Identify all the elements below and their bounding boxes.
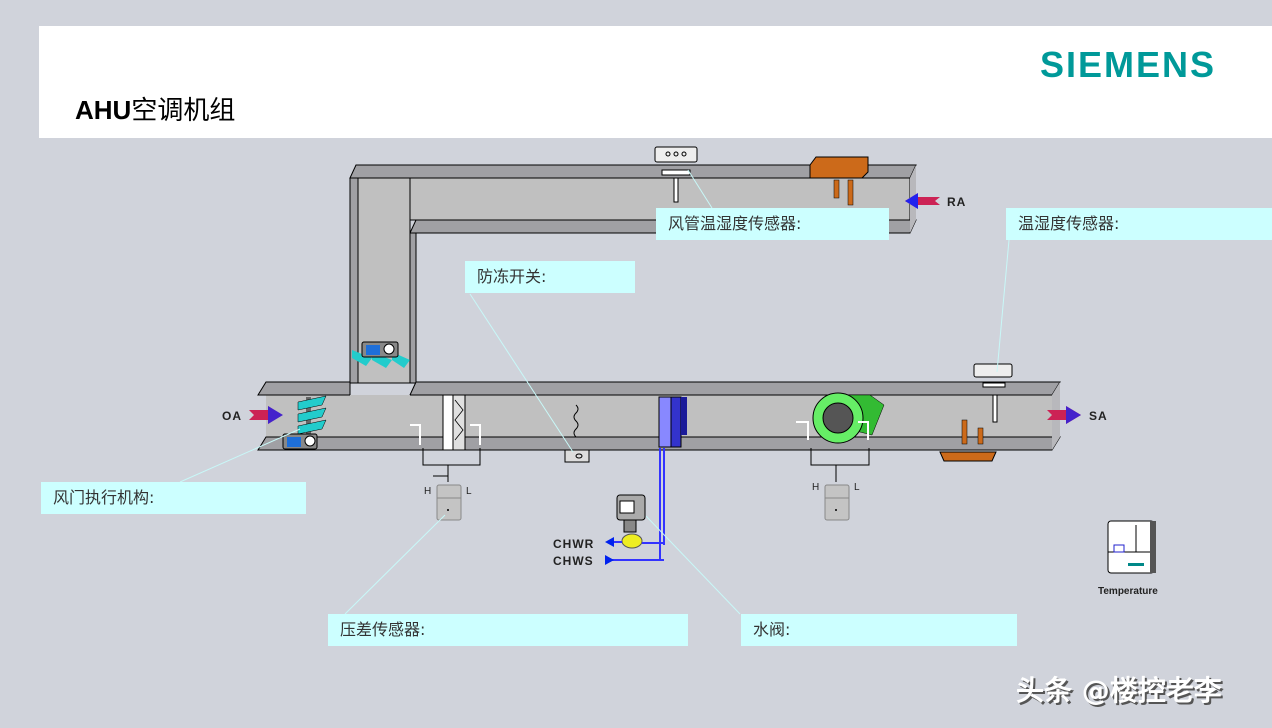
cooling-coil	[658, 396, 687, 560]
watermark: 头条 @楼控老李	[1016, 674, 1222, 707]
header-banner: AHU空调机组 SIEMENS	[39, 26, 1272, 138]
dp-high-label: H	[424, 486, 432, 497]
outdoor-air-damper	[297, 395, 327, 439]
room-thermostat-icon[interactable]	[1107, 520, 1156, 574]
chilled-water-pipes	[605, 537, 664, 565]
chwr-label: CHWR	[553, 537, 595, 551]
ra-label: RA	[947, 195, 967, 209]
fan-pressure-taps	[796, 421, 870, 482]
return-duct-temperature-sensor-icon[interactable]	[809, 156, 869, 206]
oa-label: OA	[222, 409, 242, 423]
siemens-logo: SIEMENS	[1039, 44, 1216, 85]
callout-damper-actuator: 风门执行机构:	[41, 482, 306, 514]
sa-arrow-icon	[1047, 406, 1081, 424]
callout-differential-pressure-sensor: 压差传感器:	[328, 614, 688, 646]
mixing-damper-actuator-icon[interactable]	[361, 341, 399, 358]
fan-dp-low-label: L	[854, 482, 860, 493]
supply-fan-icon	[812, 392, 885, 444]
thermostat-label: Temperature	[1098, 586, 1158, 597]
damper-actuator-icon[interactable]	[282, 433, 318, 450]
filter-pressure-taps	[410, 424, 481, 482]
sa-label: SA	[1089, 409, 1108, 423]
supply-temperature-sensor-icon[interactable]	[939, 419, 997, 462]
freeze-switch-icon[interactable]	[564, 404, 590, 463]
callout-temp-humidity-sensor: 温湿度传感器:	[1006, 208, 1272, 240]
callout-duct-temp-humidity-sensor: 风管温湿度传感器:	[656, 208, 889, 240]
supply-humidity-sensor-icon[interactable]	[973, 363, 1013, 423]
callout-water-valve: 水阀:	[741, 614, 1017, 646]
ra-arrow-icon	[905, 193, 940, 209]
page-title: AHU空调机组	[75, 95, 236, 126]
differential-pressure-sensor-icon[interactable]	[436, 484, 462, 521]
fan-dp-high-label: H	[812, 482, 820, 493]
water-valve-icon[interactable]	[616, 494, 646, 549]
chws-label: CHWS	[553, 554, 594, 568]
return-duct-humidity-sensor-icon[interactable]	[654, 146, 698, 203]
oa-arrow-icon	[249, 406, 283, 424]
filter	[442, 394, 466, 451]
dp-low-label: L	[466, 486, 472, 497]
fan-differential-pressure-sensor-icon[interactable]	[824, 484, 850, 521]
callout-freeze-switch: 防冻开关:	[465, 261, 635, 293]
leader-lines	[179, 169, 1010, 615]
